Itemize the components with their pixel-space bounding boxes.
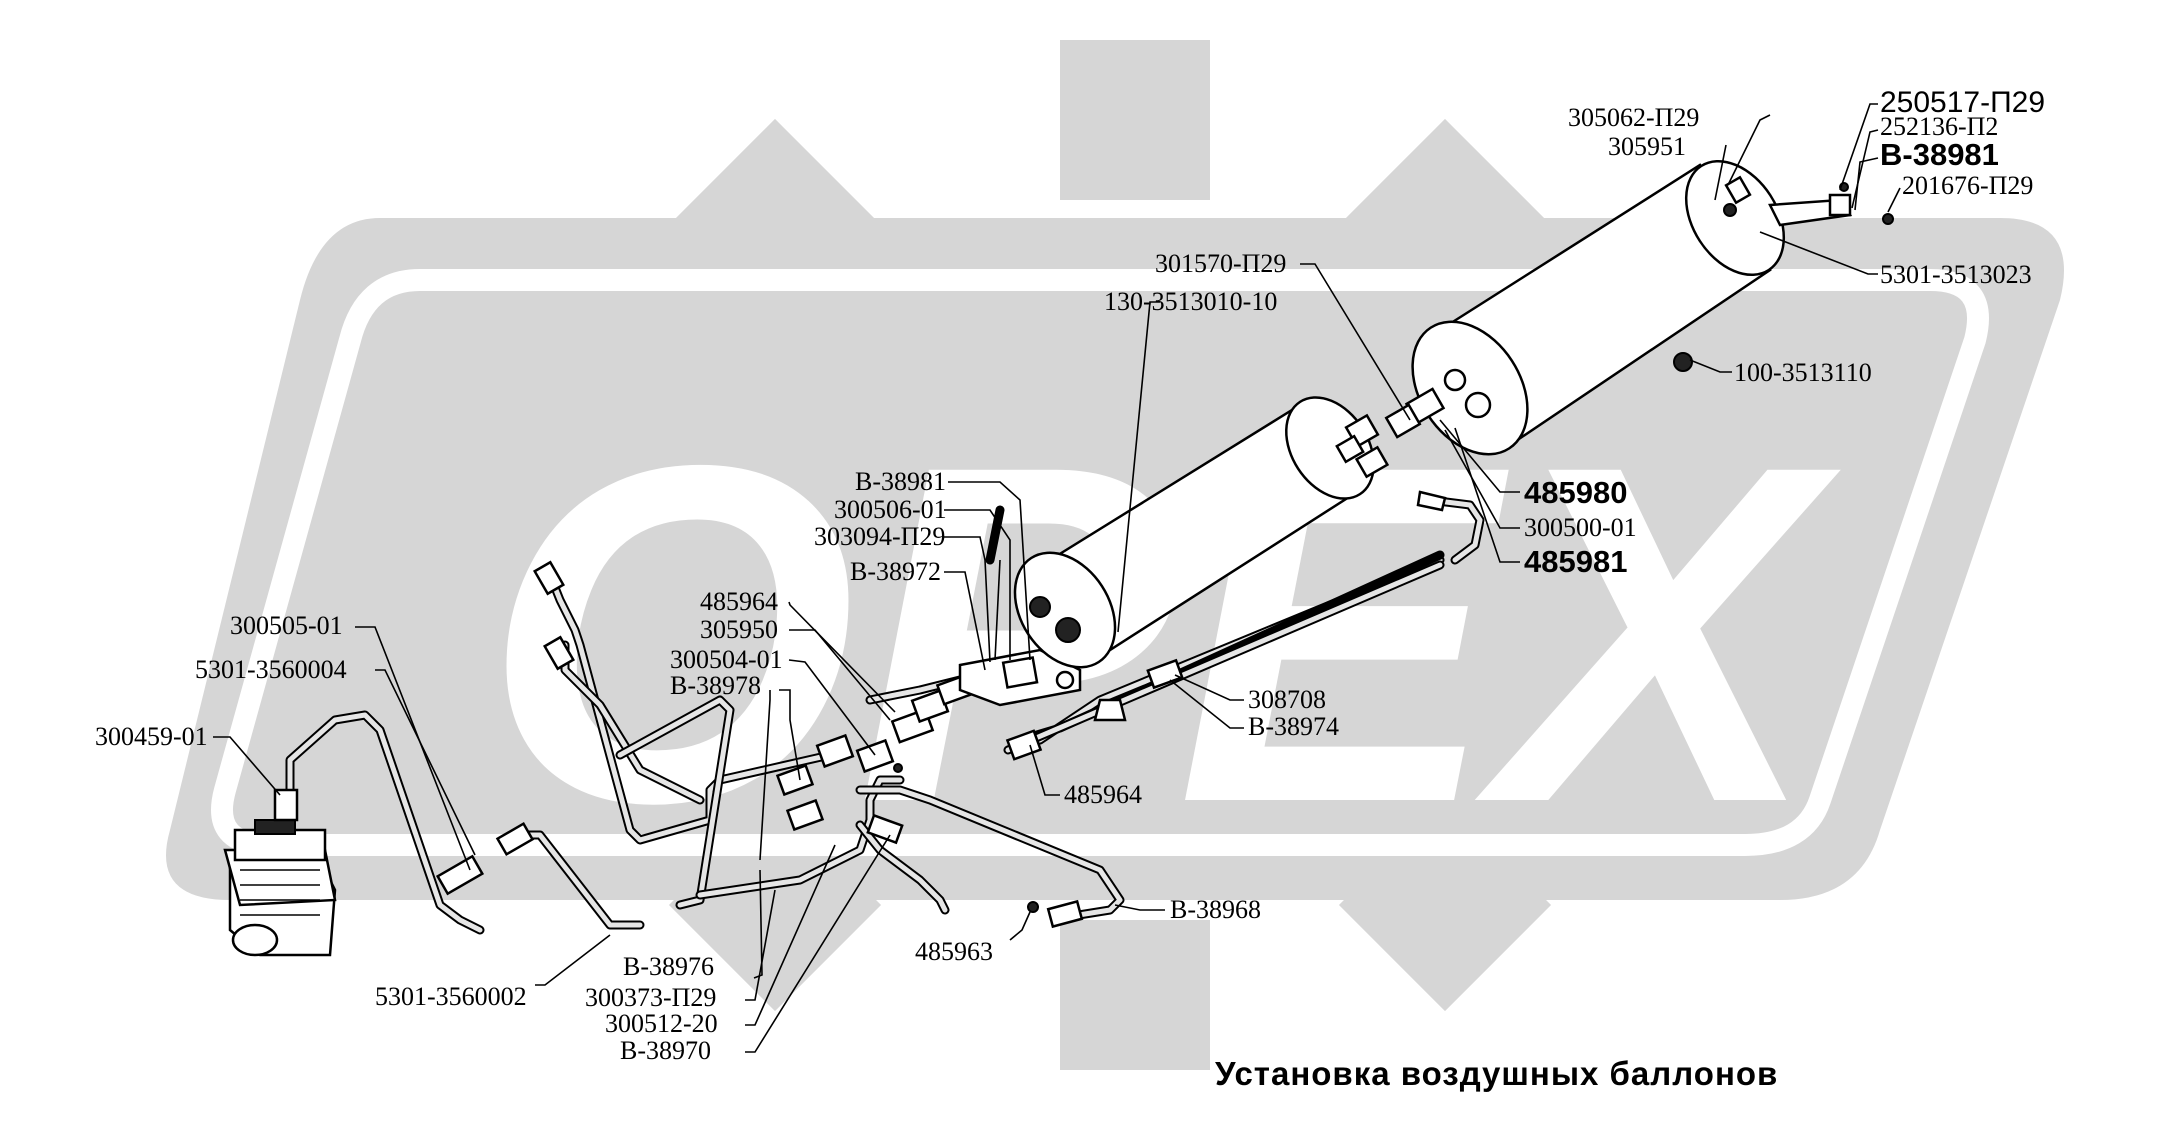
label-5301-3560004: 5301-3560004	[195, 655, 347, 684]
compressor	[223, 788, 337, 957]
label-130-3513010-10: 130-3513010-10	[1104, 287, 1277, 316]
label-485980: 485980	[1524, 475, 1627, 510]
diagram-title: Установка воздушных баллонов	[1215, 1055, 1778, 1092]
label-5301-3513023: 5301-3513023	[1880, 260, 2032, 289]
leader-lines	[213, 103, 1901, 1053]
label-b-38968: B-38968	[1170, 895, 1261, 924]
label-305950: 305950	[700, 615, 778, 644]
part-labels: 250517-П29 252136-П2 B-38981 201676-П29 …	[95, 86, 2045, 1065]
label-300459-01: 300459-01	[95, 722, 208, 751]
label-b-38972: B-38972	[850, 557, 941, 586]
label-485981: 485981	[1524, 544, 1627, 579]
bracket-assembly	[958, 559, 1082, 707]
label-485963: 485963	[915, 937, 993, 966]
label-100-3513110: 100-3513110	[1734, 358, 1872, 387]
label-300512-20: 300512-20	[605, 1009, 718, 1038]
label-250517-p29: 250517-П29	[1880, 86, 2045, 119]
label-308708: 308708	[1248, 685, 1326, 714]
label-300373-p29: 300373-П29	[585, 983, 716, 1012]
label-b-38981-mid: B-38981	[855, 467, 946, 496]
label-5301-3560002: 5301-3560002	[375, 982, 527, 1011]
label-b-38981-top: B-38981	[1880, 137, 1999, 172]
label-300506-01: 300506-01	[834, 495, 947, 524]
label-252136-p2: 252136-П2	[1880, 112, 1998, 141]
label-300500-01: 300500-01	[1524, 513, 1637, 542]
label-b-38974: B-38974	[1248, 712, 1339, 741]
watermark-text: ОРЕХ	[483, 365, 1842, 902]
label-303094-p29: 303094-П29	[814, 522, 945, 551]
label-300504-01: 300504-01	[670, 645, 783, 674]
label-485964-lower: 485964	[1064, 780, 1142, 809]
label-b-38970: B-38970	[620, 1036, 711, 1065]
label-305062-p29: 305062-П29	[1568, 103, 1699, 132]
label-b-38976: B-38976	[623, 952, 714, 981]
label-305951: 305951	[1608, 132, 1686, 161]
label-300505-01: 300505-01	[230, 611, 343, 640]
label-b-38978: B-38978	[670, 671, 761, 700]
label-301570-p29: 301570-П29	[1155, 249, 1286, 278]
label-201676-p29: 201676-П29	[1902, 171, 2033, 200]
label-485964-upper: 485964	[700, 587, 778, 616]
